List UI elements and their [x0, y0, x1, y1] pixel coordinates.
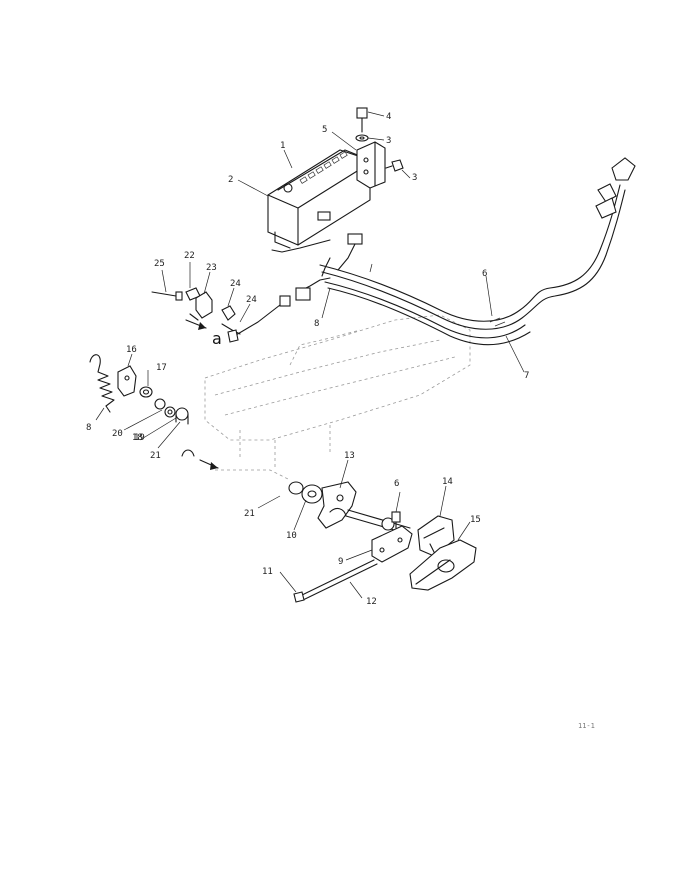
callout-17: 17 — [156, 363, 167, 373]
view-marker-a: a — [212, 329, 222, 348]
page-reference: 11-1 — [578, 722, 595, 730]
harness-connector-top — [595, 157, 636, 219]
spring-16 — [89, 354, 115, 413]
callout-18: 18 — [132, 433, 143, 443]
callout-12: 12 — [366, 597, 377, 607]
arrow-lower — [199, 459, 219, 470]
callout-16: 16 — [126, 345, 137, 355]
callout-11: 11 — [262, 567, 273, 577]
cover-15 — [409, 539, 477, 591]
callout-15: 15 — [470, 515, 481, 525]
callout-5: 5 — [322, 125, 327, 135]
callout-25: 25 — [154, 259, 165, 269]
nut-3 — [385, 159, 404, 172]
callout-22: 22 — [184, 251, 195, 261]
callout-19: 19 — [134, 433, 145, 443]
callout-20: 20 — [112, 429, 123, 439]
callout-4: 4 — [386, 112, 391, 122]
leader-lines — [95, 111, 525, 599]
chassis-frame-ghost — [204, 314, 471, 481]
clip-21-lower — [181, 449, 195, 457]
keypad-buttons — [299, 151, 348, 184]
callout-21-clip: 21 — [244, 509, 255, 519]
connector-24 — [221, 305, 241, 343]
bolt-25 — [151, 291, 183, 301]
callout-21-collar: 21 — [150, 451, 161, 461]
control-box-1 — [267, 149, 371, 253]
plate-9 — [371, 525, 413, 563]
callout-6: 6 — [482, 269, 487, 279]
callout-8-spring: 8 — [86, 423, 91, 433]
washer-18 — [154, 398, 166, 410]
collar-21 — [175, 407, 189, 425]
callout-2: 2 — [228, 175, 233, 185]
callout-24-upper: 24 — [230, 279, 241, 289]
callout-14: 14 — [442, 477, 453, 487]
callout-3-nut: 3 — [412, 173, 417, 183]
callout-6-lever: 6 — [394, 479, 399, 489]
pin-11 — [293, 591, 305, 603]
pivot-collar-10 — [288, 481, 323, 504]
callout-23: 23 — [206, 263, 217, 273]
rod-12 — [299, 559, 378, 601]
callout-labels: 1 2 3 3 4 5 6 6 7 8 8 9 10 11 12 13 14 1… — [86, 112, 595, 730]
callout-3-washer: 3 — [386, 136, 391, 146]
harness-branch-6 — [235, 233, 363, 336]
bolt-4 — [356, 107, 368, 133]
bushing-17 — [139, 386, 153, 398]
callout-9: 9 — [338, 557, 343, 567]
callout-7: 7 — [524, 371, 529, 381]
callout-24-lower: 24 — [246, 295, 257, 305]
switch-23 — [189, 291, 213, 321]
callout-10: 10 — [286, 531, 297, 541]
callout-13: 13 — [344, 451, 355, 461]
washer-20 — [164, 406, 176, 418]
lever-19 — [117, 365, 137, 397]
washer-3 — [355, 134, 369, 142]
callout-1: 1 — [280, 141, 285, 151]
mounting-bracket-5 — [356, 141, 386, 189]
arrow-view-a — [185, 319, 207, 330]
callout-8: 8 — [314, 319, 319, 329]
wire-harness-7 — [319, 184, 626, 346]
lever-arm-13 — [317, 481, 357, 529]
